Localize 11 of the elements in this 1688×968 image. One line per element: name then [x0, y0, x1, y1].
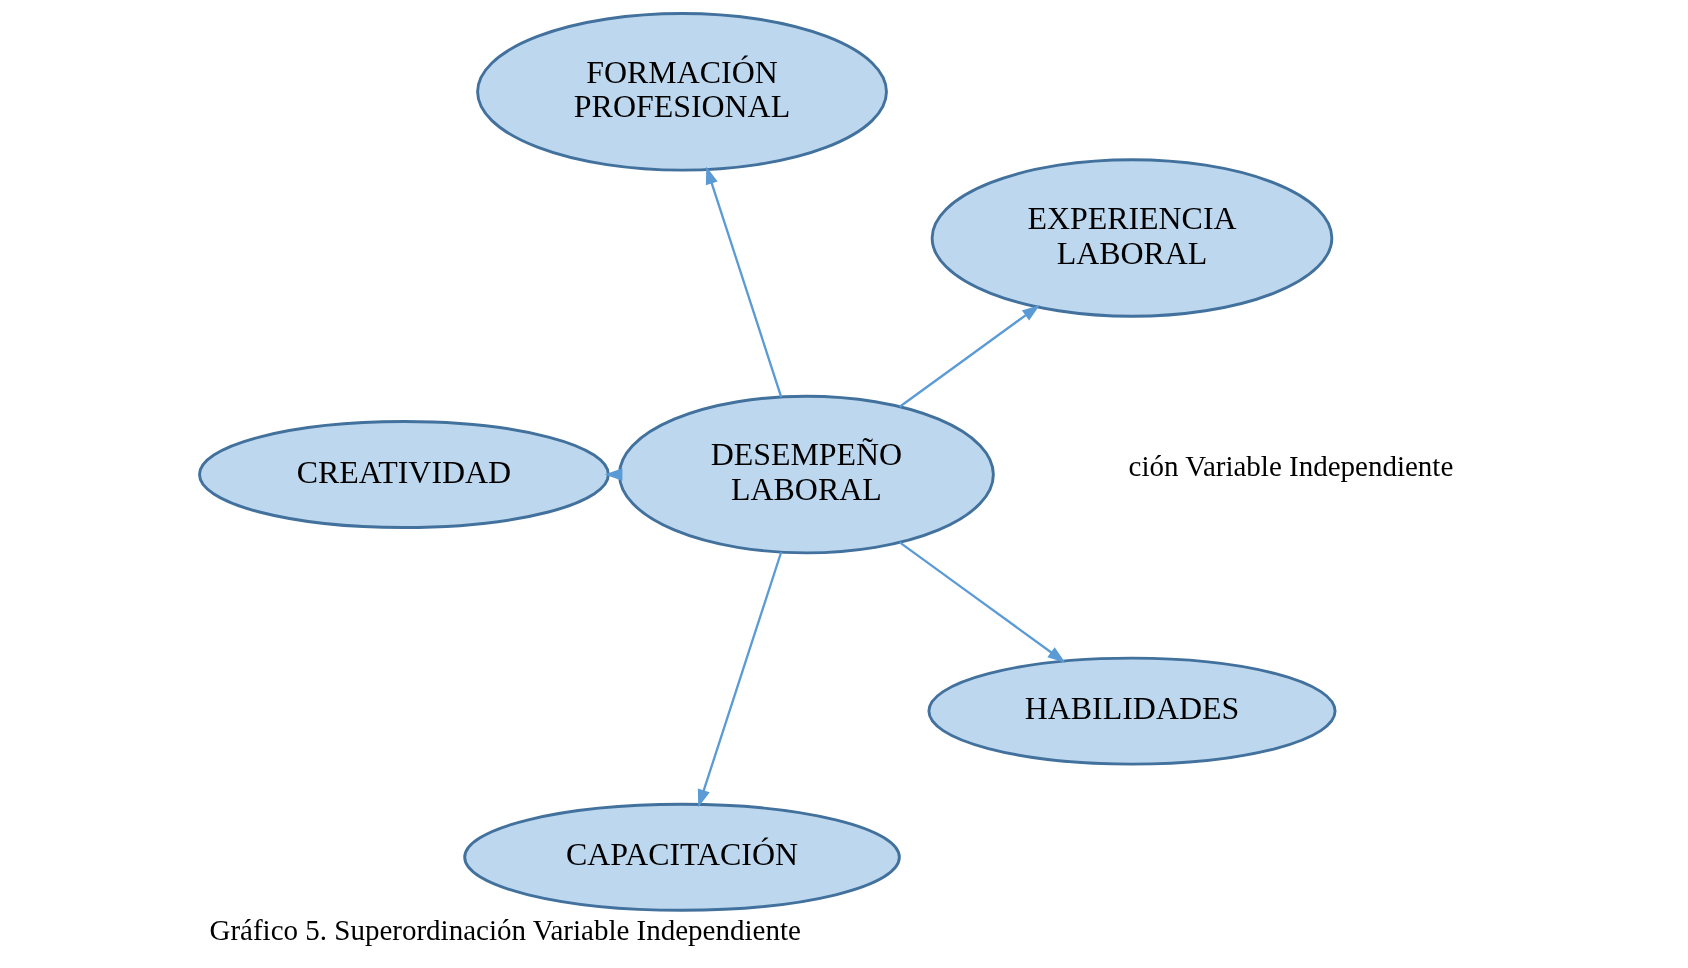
node-ellipse: HABILIDADES: [927, 656, 1337, 766]
label: ción Variable Independiente: [1128, 449, 1454, 482]
arrow: [697, 551, 783, 808]
arrow: [899, 304, 1040, 408]
arrow: [899, 541, 1066, 663]
node-ellipse: EXPERIENCIA LABORAL: [930, 158, 1334, 318]
node-ellipse: FORMACIÓN PROFESIONAL: [476, 12, 888, 172]
arrow: [705, 166, 783, 398]
caption: Gráfico 5. Superordinación Variable Independiente: [209, 913, 801, 946]
node-ellipse: CAPACITACIÓN: [463, 802, 901, 912]
node-ellipse: CREATIVIDAD: [198, 420, 610, 529]
